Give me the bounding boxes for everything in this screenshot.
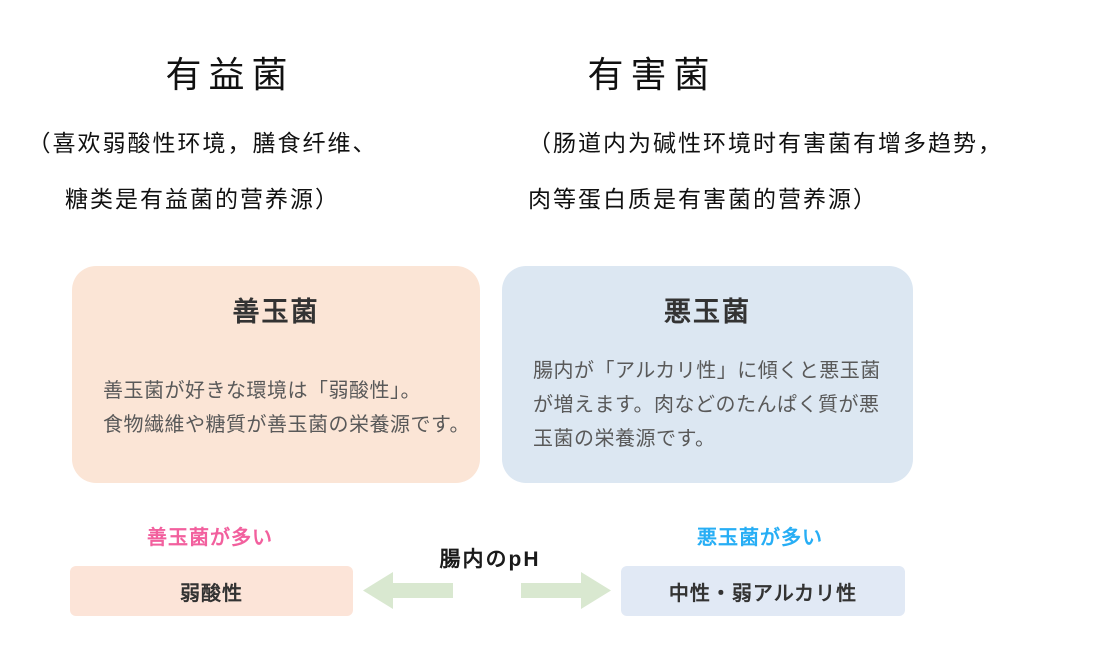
box-neutral-weak-alkaline: 中性・弱アルカリ性: [621, 566, 905, 616]
box-weak-acidic-label: 弱酸性: [180, 582, 243, 605]
right-arrow-icon: [521, 572, 611, 609]
card-good-bacteria-body: 善玉菌が好きな環境は「弱酸性」。 食物繊維や糖質が善玉菌の栄養源です。: [103, 380, 470, 436]
note-beneficial-bacteria: （喜欢弱酸性环境，膳食纤维、 糖类是有益菌的营养源）: [27, 131, 378, 212]
box-neutral-weak-alkaline-label: 中性・弱アルカリ性: [668, 582, 858, 605]
card-good-bacteria-title: 善玉菌: [232, 297, 320, 327]
heading-beneficial-bacteria: 有益菌: [165, 55, 295, 95]
label-good-bacteria-many: 善玉菌が多い: [147, 527, 273, 549]
label-bad-bacteria-many: 悪玉菌が多い: [697, 527, 823, 549]
card-bad-bacteria-body: 腸内が「アルカリ性」に傾くと悪玉菌 が増えます。肉などのたんぱく質が悪 玉菌の栄…: [533, 360, 881, 450]
note-harmful-bacteria: （肠道内为碱性环境时有害菌有增多趋势， 肉等蛋白质是有害菌的营养源）: [528, 131, 1003, 212]
box-weak-acidic: 弱酸性: [70, 566, 353, 616]
intestinal-ph-axis-label: 腸内のpH: [439, 548, 541, 571]
heading-harmful-bacteria: 有害菌: [587, 55, 717, 95]
card-bad-bacteria: 悪玉菌 腸内が「アルカリ性」に傾くと悪玉菌 が増えます。肉などのたんぱく質が悪 …: [502, 266, 913, 483]
left-arrow-icon: [363, 572, 453, 609]
card-good-bacteria: 善玉菌 善玉菌が好きな環境は「弱酸性」。 食物繊維や糖質が善玉菌の栄養源です。: [72, 266, 480, 483]
card-bad-bacteria-title: 悪玉菌: [664, 297, 751, 327]
